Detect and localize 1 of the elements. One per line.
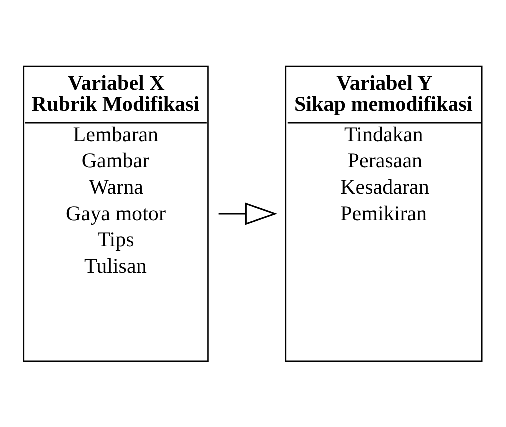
arrow [218,202,278,225]
